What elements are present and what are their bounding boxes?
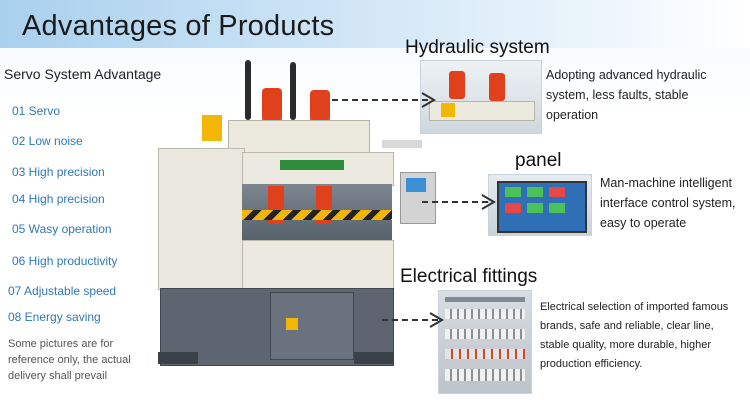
servo-motor — [310, 90, 330, 122]
panel-inset-image — [488, 174, 592, 236]
feature-item: 02 Low noise — [12, 134, 83, 148]
hydraulic-inset-image — [420, 60, 542, 134]
page-title: Advantages of Products — [22, 10, 335, 42]
machine-foot — [158, 352, 198, 364]
electrical-description: Electrical selection of imported famous … — [540, 301, 729, 370]
feature-item: 08 Energy saving — [8, 310, 101, 324]
control-screen — [406, 178, 426, 192]
feature-item: 04 High precision — [12, 192, 105, 206]
feature-item: 07 Adjustable speed — [8, 284, 117, 298]
feature-item: 05 Wasy operation — [12, 222, 112, 236]
hazard-strip — [202, 115, 222, 141]
servo-motor — [262, 88, 282, 122]
base-door — [270, 292, 354, 360]
panel-description: Man-machine intelligent interface contro… — [600, 176, 736, 230]
hazard-bar — [242, 210, 392, 220]
disclaimer-note: Some pictures are for reference only, th… — [8, 338, 131, 382]
lower-plate — [242, 240, 394, 290]
top-beam — [228, 120, 370, 154]
feature-item: 03 High precision — [12, 165, 105, 179]
header-banner: Advantages of Products — [0, 0, 750, 48]
side-frame — [158, 148, 245, 290]
warning-label — [286, 318, 298, 330]
feature-item: 06 High productivity — [12, 254, 118, 268]
press-machine-image — [150, 60, 436, 370]
arrow-to-hydraulic-icon — [332, 92, 436, 108]
control-arm — [382, 140, 422, 148]
arrow-to-electrical-icon — [382, 312, 444, 328]
electrical-heading: Electrical fittings — [400, 266, 538, 287]
nameplate — [280, 160, 344, 170]
servo-heading: Servo System Advantage — [4, 66, 162, 82]
hydraulic-description: Adopting advanced hydraulic system, less… — [546, 68, 707, 122]
electrical-inset-image — [438, 290, 532, 394]
hydraulic-heading: Hydraulic system — [405, 37, 550, 58]
hose — [245, 60, 251, 120]
feature-item: 01 Servo — [12, 104, 61, 118]
arrow-to-panel-icon — [422, 194, 496, 210]
machine-foot — [354, 352, 394, 364]
panel-heading: panel — [515, 150, 562, 171]
hose — [290, 62, 296, 120]
